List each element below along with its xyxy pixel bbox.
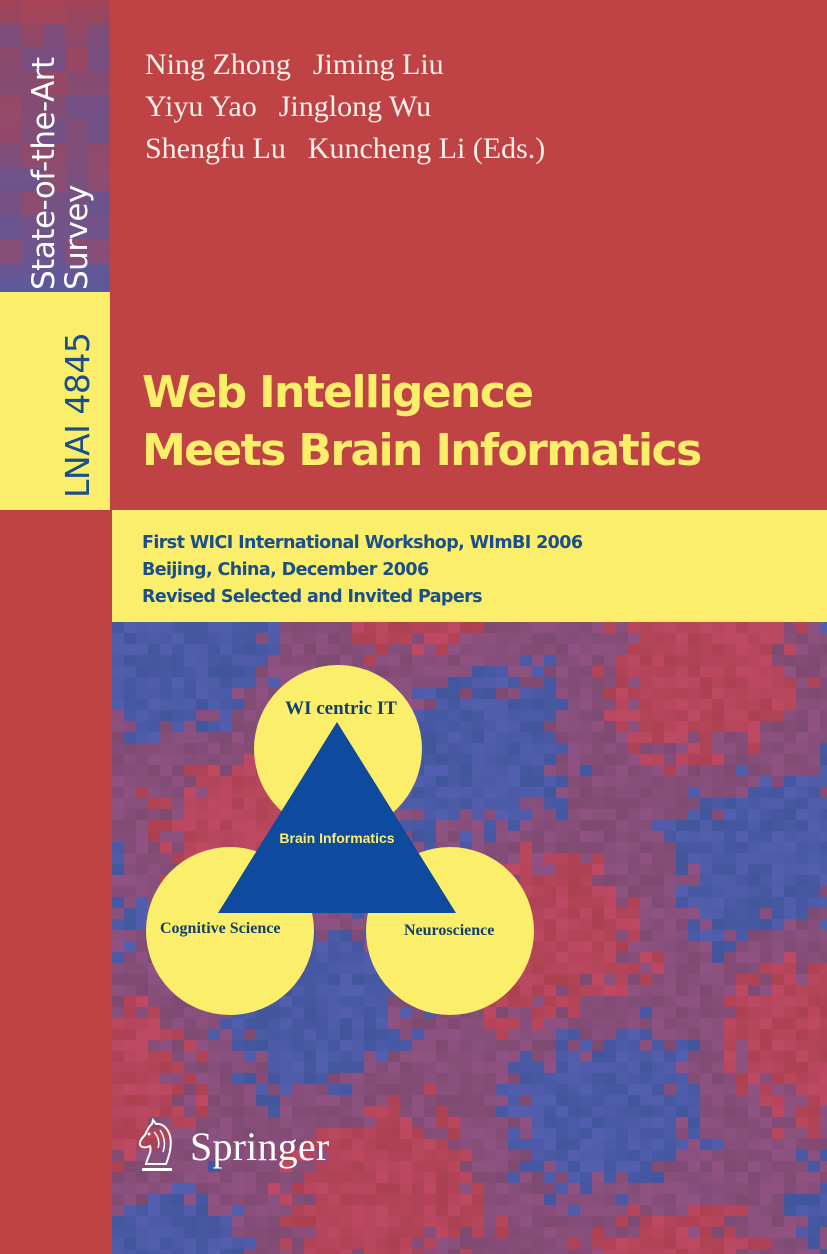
volume-label: LNAI 4845 xyxy=(58,332,97,498)
spine-tile xyxy=(66,24,88,48)
spine-tile xyxy=(66,240,88,264)
spine-tile xyxy=(0,96,22,120)
publisher-name: Springer xyxy=(190,1123,330,1169)
editor-name: Ning Zhong xyxy=(145,48,291,81)
title-line-1: Web Intelligence xyxy=(142,367,534,418)
spine-tile xyxy=(88,96,110,120)
spine-tile xyxy=(0,24,22,48)
series-label: State-of-the-Art Survey xyxy=(26,57,95,290)
publisher-logo: Springer xyxy=(136,1118,329,1174)
spine-tile xyxy=(0,216,22,240)
spine-tile xyxy=(44,264,66,288)
series-line-2: Survey xyxy=(59,185,95,290)
spine-tile xyxy=(22,24,44,48)
subtitle-line-2: Beijing, China, December 2006 xyxy=(142,560,429,580)
spine-tile xyxy=(88,264,110,288)
spine-tile xyxy=(22,48,44,72)
spine-tile xyxy=(66,288,88,292)
series-line-1: State-of-the-Art xyxy=(26,57,62,290)
spine-tile xyxy=(22,144,44,168)
spine-tile xyxy=(88,24,110,48)
editor-name: Yiyu Yao xyxy=(145,90,257,123)
label-neuroscience: Neuroscience xyxy=(404,922,495,939)
spine-tile xyxy=(44,144,66,168)
editors-row: Ning Zhong Jiming Liu xyxy=(145,44,567,86)
spine-tile xyxy=(88,48,110,72)
spine-tile xyxy=(44,0,66,24)
subtitle-band: First WICI International Workshop, WImBI… xyxy=(112,510,827,622)
spine-tile xyxy=(44,24,66,48)
label-brain-informatics: Brain Informatics xyxy=(279,830,395,846)
title-line-2: Meets Brain Informatics xyxy=(142,425,702,476)
spine-tile xyxy=(0,120,22,144)
label-cognitive-science: Cognitive Science xyxy=(160,920,281,937)
spine-tile xyxy=(44,168,66,192)
spine-tile xyxy=(88,120,110,144)
spine-tile xyxy=(66,48,88,72)
subtitle: First WICI International Workshop, WImBI… xyxy=(142,530,583,611)
spine-tile xyxy=(66,0,88,24)
editor-name: Shengfu Lu xyxy=(145,132,286,165)
triangle-shape xyxy=(218,722,456,913)
spine-tile xyxy=(0,240,22,264)
spine-tile xyxy=(44,120,66,144)
spine-tile xyxy=(88,0,110,24)
spine-tile xyxy=(22,192,44,216)
spine-tile xyxy=(0,192,22,216)
spine-tile xyxy=(66,96,88,120)
book-title: Web Intelligence Meets Brain Informatics xyxy=(142,364,702,480)
spine-tile xyxy=(0,168,22,192)
spine-tile xyxy=(0,72,22,96)
spine-tile xyxy=(22,0,44,24)
editor-name: Jinglong Wu xyxy=(278,90,432,123)
spine-tile xyxy=(22,168,44,192)
spine-tile xyxy=(0,144,22,168)
spine-tile xyxy=(0,0,22,24)
editor-name: Kuncheng Li (Eds.) xyxy=(307,132,546,165)
series-strip xyxy=(0,0,110,292)
spine-tile xyxy=(44,48,66,72)
knight-horse-icon xyxy=(138,1118,172,1171)
spine-tile xyxy=(0,264,22,288)
volume-strip xyxy=(0,292,110,510)
spine-tile xyxy=(0,48,22,72)
label-wi-centric-it: WI centric IT xyxy=(285,698,397,719)
spine-tile xyxy=(88,168,110,192)
editors-row: Yiyu Yao Jinglong Wu xyxy=(145,86,567,128)
spine-tile xyxy=(88,144,110,168)
subtitle-line-1: First WICI International Workshop, WImBI… xyxy=(142,533,583,553)
spine-tile xyxy=(88,240,110,264)
editors-row: Shengfu Lu Kuncheng Li (Eds.) xyxy=(145,128,567,170)
editors-list: Ning Zhong Jiming Liu Yiyu Yao Jinglong Wu… xyxy=(145,44,567,170)
subtitle-line-3: Revised Selected and Invited Papers xyxy=(142,587,483,607)
spine-tile xyxy=(44,72,66,96)
lower-strip xyxy=(0,510,110,1254)
spine-tile xyxy=(88,192,110,216)
concept-diagram: WI centric IT Cognitive Science Neurosci… xyxy=(112,622,827,1254)
editor-name: Jiming Liu xyxy=(312,48,444,81)
